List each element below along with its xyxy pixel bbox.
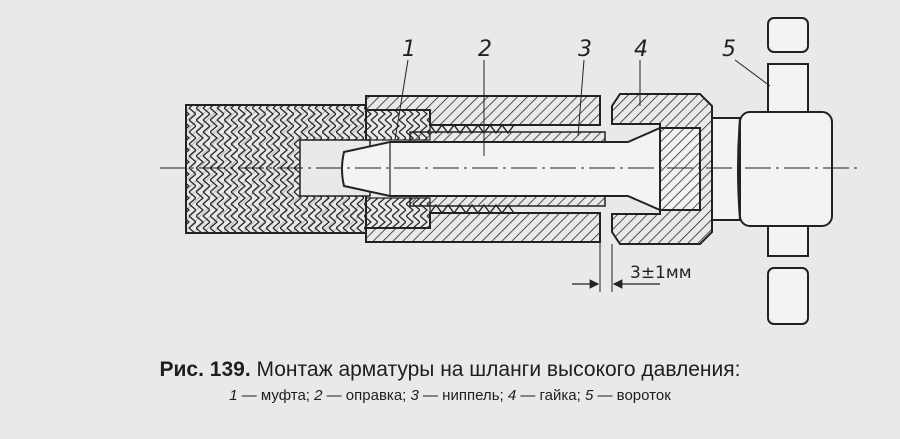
legend-text-4: — гайка; <box>520 387 581 404</box>
figure-title: Монтаж арматуры на шланги высокого давле… <box>256 358 741 381</box>
part-label-2: 2 <box>478 37 492 62</box>
part-label-5: 5 <box>722 37 736 62</box>
figure-number: Рис. 139. <box>159 358 251 381</box>
legend-num-1: 1 <box>229 387 238 404</box>
tommy-bar <box>711 17 833 325</box>
part-labels: 1 2 3 4 5 <box>394 37 771 156</box>
nipple <box>409 131 606 207</box>
legend-num-4: 4 <box>507 387 517 404</box>
legend-text-5: — вороток <box>597 387 671 404</box>
part-label-4: 4 <box>634 37 648 62</box>
dimension-label: 3±1мм <box>630 263 692 283</box>
nut <box>611 93 713 245</box>
part-label-1: 1 <box>402 37 416 62</box>
legend-text-2: — оправка; <box>326 387 407 404</box>
legend-num-5: 5 <box>584 387 594 404</box>
hose-fitting-drawing: 3±1мм 1 2 3 4 5 <box>160 17 860 325</box>
legend-text-3: — ниппель; <box>423 387 504 404</box>
part-label-3: 3 <box>578 37 592 62</box>
figure-caption: Рис. 139. Монтаж арматуры на шланги высо… <box>0 358 900 382</box>
legend-num-2: 2 <box>314 387 323 404</box>
gap-dimension: 3±1мм <box>572 242 692 292</box>
coupling <box>365 95 601 243</box>
legend-num-3: 3 <box>410 387 419 404</box>
legend-text-1: — муфта; <box>241 387 310 404</box>
figure-legend: 1 — муфта; 2 — оправка; 3 — ниппель; 4 —… <box>0 387 900 404</box>
